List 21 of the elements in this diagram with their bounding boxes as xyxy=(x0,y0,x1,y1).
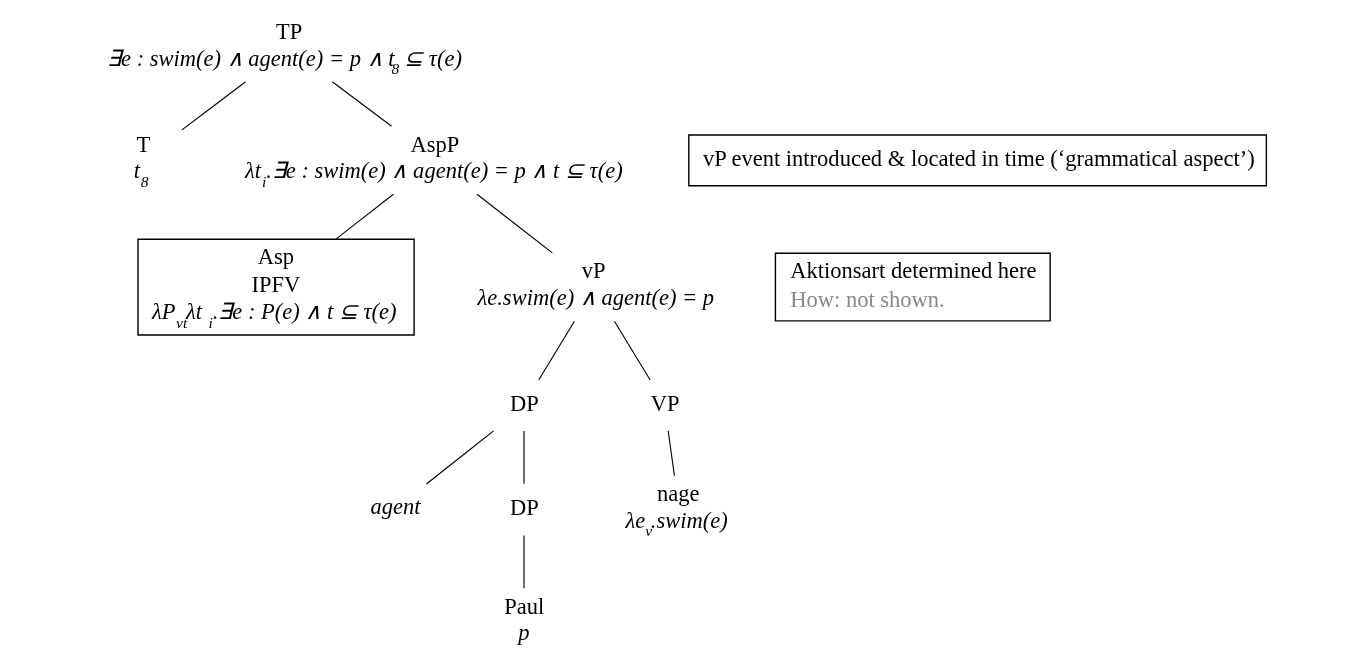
node-text: TP ∃e : swim(e) ∧ agent(e) = p ∧ t$_{8}$ ⊆ τ(e) xyxy=(106,18,462,78)
connector xyxy=(331,81,392,127)
connector xyxy=(476,193,553,254)
node-text: Paul p xyxy=(503,593,544,646)
node-text: VP xyxy=(650,390,680,416)
node-text: vP λe.swim(e) ∧ agent(e) = p xyxy=(477,258,714,311)
connector xyxy=(335,193,394,240)
connector xyxy=(613,320,651,381)
connector xyxy=(180,81,246,131)
connector xyxy=(537,320,575,381)
connector xyxy=(425,430,494,485)
node-text: nage λe$_{v}$.swim(e) xyxy=(624,480,728,540)
node-box: vP event introduced & located in time (‘grammatical aspect’) xyxy=(687,134,1267,187)
node-text: DP xyxy=(509,495,539,521)
connector xyxy=(667,430,675,477)
node-box: Asp IPFV λP$_{vt}$λt$_{i}$.∃e : P(e) ∧ t ⊆ τ(e) xyxy=(136,238,415,336)
node-box: Aktionsart determined here How: not shown. xyxy=(774,252,1051,322)
node-text: agent xyxy=(369,493,420,519)
node-text: T t$_{8}$ xyxy=(133,131,150,190)
node-text: AspP λt$_{i}$.∃e : swim(e) ∧ agent(e) = p ∧ t ⊆ τ(e) xyxy=(244,131,623,190)
node-text: DP xyxy=(509,390,539,416)
